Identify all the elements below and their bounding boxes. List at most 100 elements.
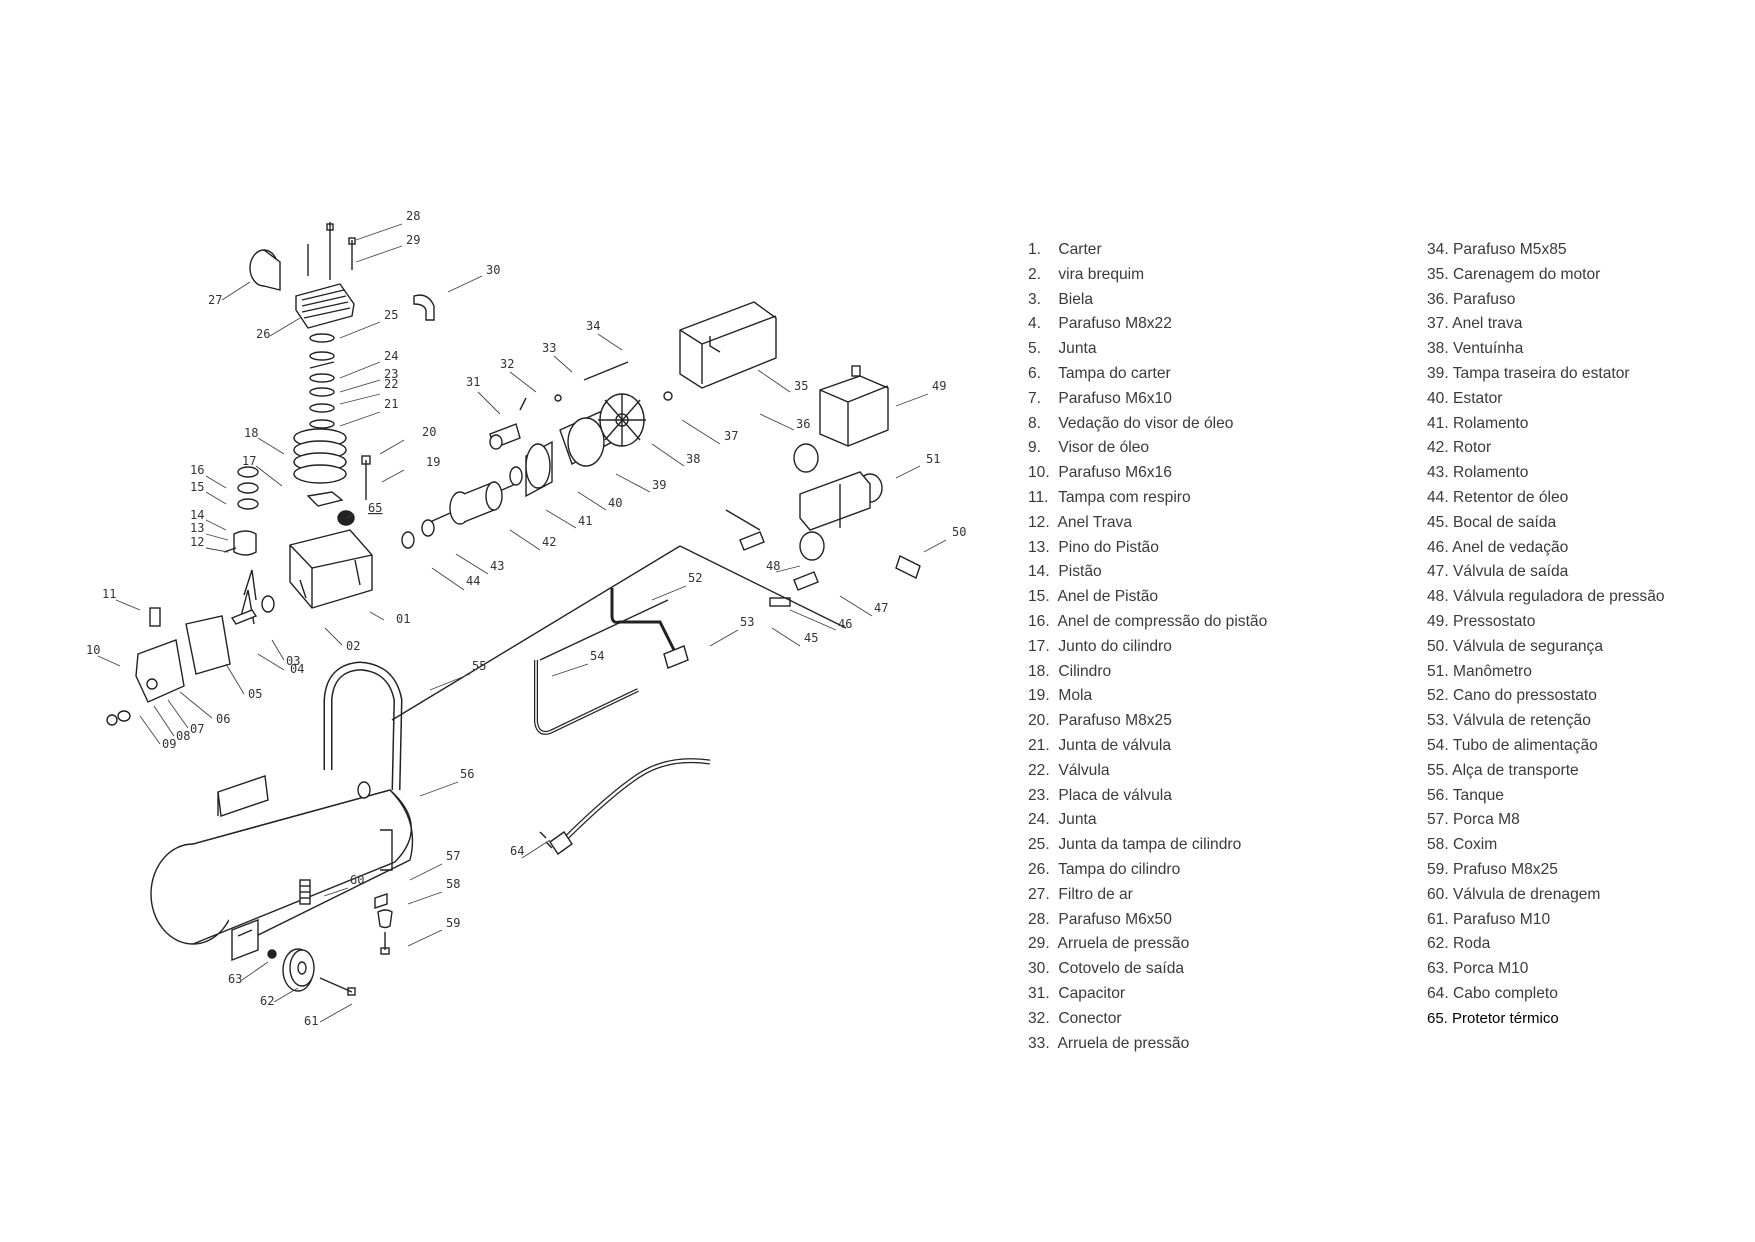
- part-name: Parafuso: [1453, 290, 1516, 308]
- part-number: 60.: [1427, 885, 1449, 903]
- callout-leader-line: [521, 839, 551, 859]
- parts-list-item: 24. Junta: [1028, 808, 1267, 833]
- callout-number: 30: [486, 263, 500, 277]
- callout-number: 57: [446, 849, 460, 863]
- callout-leader-line: [429, 673, 471, 691]
- part-name: Tampa com respiro: [1058, 488, 1191, 506]
- callout-leader-line: [339, 321, 381, 339]
- parts-list-item: 6. Tampa do carter: [1028, 362, 1267, 387]
- callout-number: 46: [838, 617, 852, 631]
- part-name: Válvula de segurança: [1453, 637, 1604, 655]
- part-number: 7.: [1028, 389, 1042, 407]
- part-name: Carter: [1058, 241, 1102, 258]
- part-number: 29.: [1028, 935, 1050, 953]
- parts-list-item: 17. Junto do cilindro: [1028, 635, 1267, 660]
- parts-list-item: 15. Anel de Pistão: [1028, 585, 1267, 610]
- callout-leader-line: [431, 567, 465, 591]
- callout-leader-line: [179, 691, 213, 719]
- callout-leader-line: [381, 469, 405, 483]
- part-name: Roda: [1453, 935, 1491, 953]
- callout-number: 22: [384, 377, 398, 391]
- callout-leader-line: [345, 513, 355, 519]
- callout-leader-line: [97, 655, 121, 667]
- air-filter: [249, 249, 281, 291]
- parts-list-item: 41. Rolamento: [1427, 412, 1665, 437]
- callout-number: 23: [384, 367, 398, 381]
- callout-number: 03: [286, 654, 300, 668]
- callout-number: 18: [244, 426, 258, 440]
- part-number: 39.: [1427, 364, 1449, 382]
- part-number: 24.: [1028, 811, 1050, 829]
- callout-leader-line: [477, 391, 501, 415]
- part-name: Válvula de saída: [1453, 563, 1569, 581]
- callout-leader-line: [577, 491, 607, 511]
- callout-number: 36: [796, 417, 810, 431]
- part-name: Rolamento: [1453, 464, 1529, 482]
- part-number: 10.: [1028, 464, 1050, 482]
- callout-number: 35: [794, 379, 808, 393]
- parts-list-item: 40. Estator: [1427, 387, 1665, 412]
- callout-leader-line: [339, 393, 381, 405]
- parts-list-item: 45. Bocal de saída: [1427, 511, 1665, 536]
- part-number: 50.: [1427, 637, 1449, 655]
- part-number: 30.: [1028, 960, 1050, 978]
- part-name: Rotor: [1453, 439, 1492, 457]
- callout-number: 14: [190, 508, 204, 522]
- callout-number: 04: [290, 662, 304, 676]
- part-name: Parafuso M6x16: [1058, 464, 1172, 482]
- part-number: 4.: [1028, 315, 1042, 333]
- callout-leader-line: [923, 539, 947, 553]
- part-name: Tampa do cilindro: [1058, 860, 1181, 878]
- part-number: 19.: [1028, 687, 1050, 705]
- valve-plate-stack: [309, 333, 335, 429]
- parts-list-item: 18. Cilindro: [1028, 660, 1267, 685]
- part-number: 26.: [1028, 860, 1050, 878]
- part-name: Pressostato: [1453, 612, 1536, 630]
- callout-leader-line: [759, 413, 795, 431]
- callout-number: 56: [460, 767, 474, 781]
- parts-list-item: 7. Parafuso M6x10: [1028, 387, 1267, 412]
- callout-leader-line: [205, 491, 227, 505]
- part-name: Protetor térmico: [1452, 1009, 1559, 1027]
- part-name: Conector: [1058, 1009, 1122, 1027]
- callout-leader-line: [379, 439, 405, 455]
- callout-leader-line: [205, 547, 229, 553]
- parts-list-item: 36. Parafuso: [1427, 288, 1665, 313]
- callout-number: 31: [466, 375, 480, 389]
- callout-number: 38: [686, 452, 700, 466]
- callout-leader-line: [257, 653, 285, 671]
- part-number: 31.: [1028, 984, 1050, 1002]
- callout-number: 27: [208, 293, 222, 307]
- exploded-view-diagram: 0102030405060708091011121314151617181920…: [86, 209, 966, 1028]
- callout-number: 34: [586, 319, 600, 333]
- parts-list-item: 12. Anel Trava: [1028, 511, 1267, 536]
- part-name: Visor de óleo: [1058, 439, 1150, 457]
- callout-leader-line: [551, 663, 589, 677]
- callout-number: 54: [590, 649, 604, 663]
- callout-leader-line: [709, 629, 739, 647]
- callout-number: 02: [346, 639, 360, 653]
- part-name: Anel Trava: [1057, 513, 1133, 531]
- part-name: Parafuso M8x22: [1058, 315, 1172, 333]
- part-name: Cotovelo de saída: [1058, 960, 1185, 978]
- part-number: 35.: [1427, 265, 1449, 283]
- part-number: 41.: [1427, 414, 1449, 432]
- drain-valve: [299, 879, 311, 905]
- part-number: 53.: [1427, 712, 1449, 730]
- part-number: 48.: [1427, 588, 1449, 606]
- callout-leader-line: [509, 371, 537, 393]
- tank-foot-parts: [374, 893, 393, 955]
- parts-list-item: 53. Válvula de retenção: [1427, 709, 1665, 734]
- callout-number: 29: [406, 233, 420, 247]
- callout-number: 52: [688, 571, 702, 585]
- motor-assembly: [401, 391, 673, 549]
- callout-number: 20: [422, 425, 436, 439]
- callout-number: 59: [446, 916, 460, 930]
- parts-list-item: 21. Junta de válvula: [1028, 734, 1267, 759]
- callout-leader-line: [153, 705, 175, 737]
- part-number: 63.: [1427, 960, 1449, 978]
- part-number: 46.: [1427, 538, 1449, 556]
- part-name: Anel de compressão do pistão: [1057, 612, 1268, 630]
- part-number: 54.: [1427, 736, 1449, 754]
- cylinder: [293, 428, 371, 507]
